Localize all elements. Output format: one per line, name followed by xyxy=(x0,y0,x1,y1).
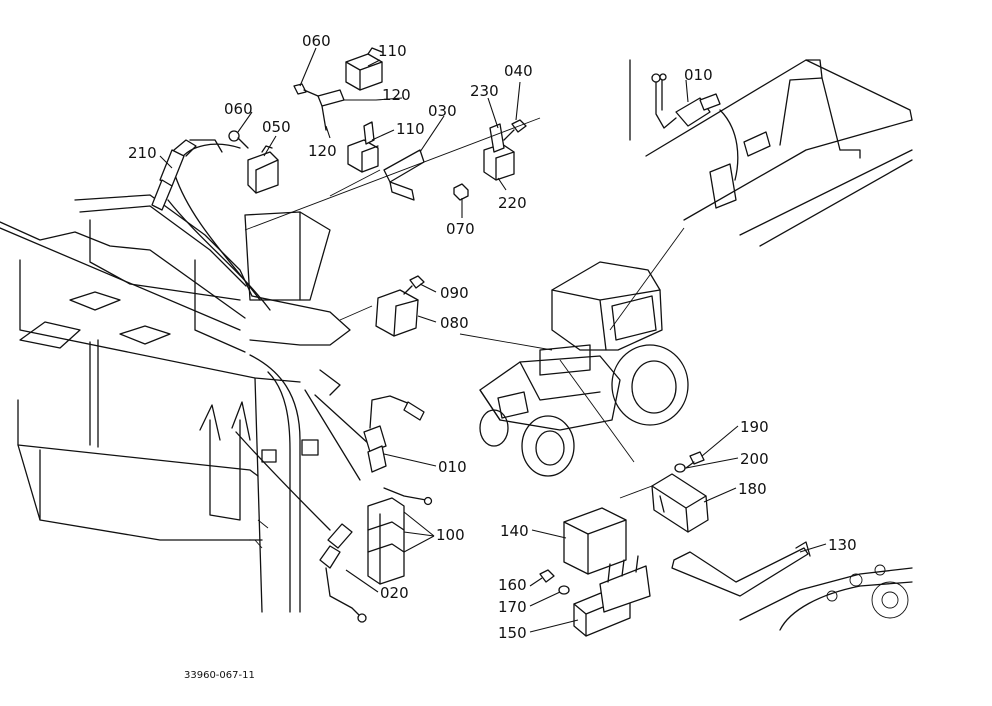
callout-200: 200 xyxy=(740,450,769,468)
callout-220: 220 xyxy=(498,194,527,212)
part-080-block xyxy=(375,289,419,337)
callout-110-lower: 110 xyxy=(396,120,425,138)
callout-010-right: 010 xyxy=(684,66,713,84)
part-070-nut xyxy=(453,183,469,201)
upper-right-frame xyxy=(629,59,913,247)
callout-190: 190 xyxy=(740,418,769,436)
callout-110-top: 110 xyxy=(378,42,407,60)
callout-030: 030 xyxy=(428,102,457,120)
part-060-bolt-left xyxy=(228,130,249,149)
part-150-terminal xyxy=(573,555,651,637)
part-160-bolt xyxy=(539,569,555,583)
callout-150: 150 xyxy=(498,624,527,642)
callout-230: 230 xyxy=(470,82,499,100)
tractor xyxy=(479,261,689,477)
callout-100: 100 xyxy=(436,526,465,544)
callout-010-left: 010 xyxy=(438,458,467,476)
callout-050: 050 xyxy=(262,118,291,136)
callout-060-left: 060 xyxy=(224,100,253,118)
part-030-plate xyxy=(383,149,425,201)
part-180-mount xyxy=(619,473,709,533)
callout-180: 180 xyxy=(738,480,767,498)
part-050-relay xyxy=(247,145,279,194)
callout-labels: 060 110 120 120 110 030 060 050 210 230 … xyxy=(128,32,857,642)
part-110-relay-top xyxy=(345,47,383,91)
part-010-switch-left xyxy=(363,395,425,473)
part-090-screw xyxy=(403,275,425,295)
callout-130: 130 xyxy=(828,536,857,554)
callout-160: 160 xyxy=(498,576,527,594)
callout-090: 090 xyxy=(440,284,469,302)
callout-070: 070 xyxy=(446,220,475,238)
part-220-relay xyxy=(483,123,515,181)
dashboard-frame xyxy=(0,194,351,613)
drawing-code: 33960-067-11 xyxy=(184,670,255,681)
callout-140: 140 xyxy=(500,522,529,540)
part-120-bracket xyxy=(317,89,345,131)
callout-040: 040 xyxy=(504,62,533,80)
part-010-switch-right xyxy=(651,73,739,181)
part-210-sensor xyxy=(151,139,223,211)
callout-210: 210 xyxy=(128,144,157,162)
wire-harness xyxy=(167,143,371,531)
callout-080: 080 xyxy=(440,314,469,332)
callout-120-right: 120 xyxy=(382,86,411,104)
part-100-relay-stack xyxy=(367,487,433,585)
callout-060-top: 060 xyxy=(302,32,331,50)
part-110-relay-lower xyxy=(347,121,379,173)
callout-170: 170 xyxy=(498,598,527,616)
tractor-pointer-lines xyxy=(244,117,685,463)
part-170-washer xyxy=(558,585,570,595)
part-130-bracket xyxy=(671,541,811,597)
part-060-bolt-top xyxy=(293,83,319,97)
part-020-switch xyxy=(319,523,367,623)
part-140-module xyxy=(563,507,627,575)
engine-outline xyxy=(739,564,913,631)
part-200-washer xyxy=(674,463,686,473)
leader-lines xyxy=(159,47,827,633)
callout-120-left: 120 xyxy=(308,142,337,160)
part-190-bolt xyxy=(685,451,705,469)
callout-020: 020 xyxy=(380,584,409,602)
